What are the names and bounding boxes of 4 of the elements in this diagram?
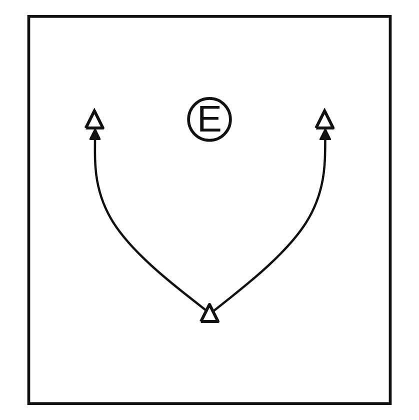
node-circle: E <box>187 97 232 142</box>
arrow <box>212 128 332 312</box>
arrow <box>88 128 208 312</box>
cluster <box>27 14 392 406</box>
